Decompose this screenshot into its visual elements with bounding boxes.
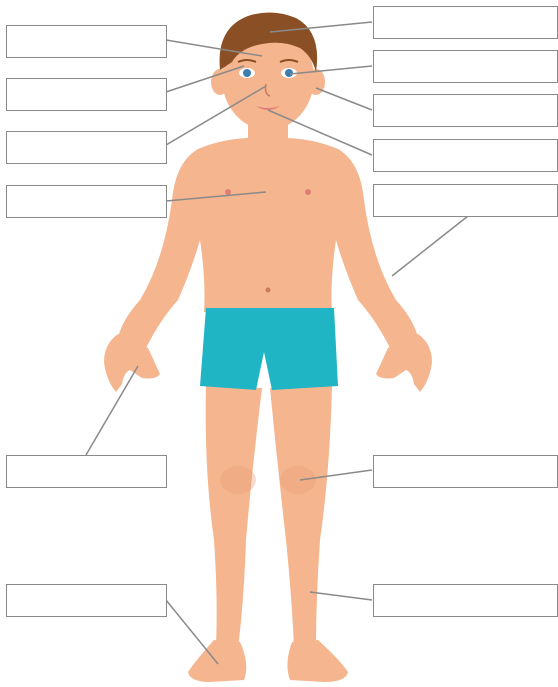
- label-box-nose[interactable]: [6, 131, 167, 164]
- label-box-hair[interactable]: [373, 6, 558, 39]
- left-foot: [188, 640, 246, 682]
- left-knee: [220, 466, 256, 494]
- leader-arm: [392, 216, 468, 276]
- label-box-hand[interactable]: [6, 455, 167, 488]
- shorts: [200, 308, 338, 390]
- right-knee: [280, 466, 316, 494]
- left-leg: [206, 385, 262, 648]
- leader-ear: [316, 88, 372, 110]
- right-leg: [270, 385, 332, 648]
- torso: [196, 138, 341, 312]
- right-foot: [287, 640, 348, 682]
- label-box-eye[interactable]: [373, 50, 558, 83]
- label-box-chest[interactable]: [6, 185, 167, 218]
- label-box-knee[interactable]: [373, 455, 558, 488]
- left-iris: [243, 69, 251, 77]
- label-box-head[interactable]: [6, 25, 167, 58]
- left-hand: [104, 334, 160, 392]
- label-box-ear[interactable]: [373, 94, 558, 127]
- label-box-foot[interactable]: [6, 584, 167, 617]
- leader-leg: [310, 592, 372, 600]
- label-box-leg[interactable]: [373, 584, 558, 617]
- label-box-mouth[interactable]: [373, 139, 558, 172]
- label-box-arm[interactable]: [373, 184, 558, 217]
- right-hand: [376, 334, 432, 392]
- navel: [266, 288, 271, 293]
- label-box-eyebrow[interactable]: [6, 78, 167, 111]
- right-nipple: [305, 189, 311, 195]
- leader-foot: [166, 600, 218, 664]
- right-iris: [285, 69, 293, 77]
- left-nipple: [225, 189, 231, 195]
